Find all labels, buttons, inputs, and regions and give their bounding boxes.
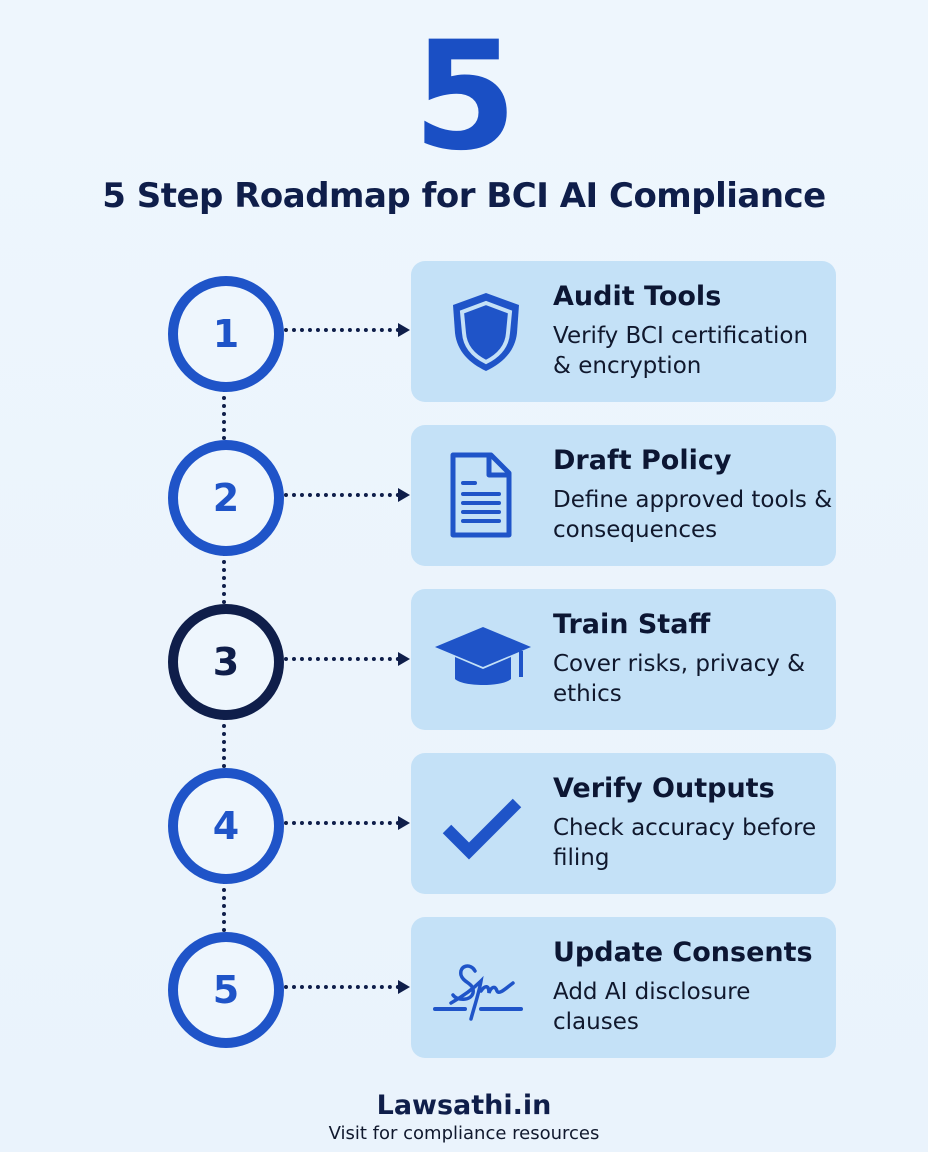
connector-1-2	[222, 388, 226, 440]
arrow-right-icon	[398, 488, 410, 502]
step-arrow-line-2	[284, 493, 400, 497]
arrow-right-icon	[398, 652, 410, 666]
hero-number: 5	[412, 10, 517, 184]
step-circle-4: 4	[168, 768, 284, 884]
step-description: Verify BCI certification & encryption	[553, 323, 809, 379]
step-card-update-consents: Update Consents Add AI disclosure clause…	[411, 917, 836, 1058]
arrow-right-icon	[398, 323, 410, 337]
connector-4-5	[222, 880, 226, 932]
step-circle-3: 3	[168, 604, 284, 720]
step-card-verify-outputs: Verify Outputs Check accuracy before fil…	[411, 753, 836, 894]
connector-3-4	[222, 716, 226, 768]
arrow-right-icon	[398, 980, 410, 994]
step-arrow-line-4	[284, 821, 400, 825]
step-title: Audit Tools	[553, 281, 722, 312]
step-circle-2: 2	[168, 440, 284, 556]
brand-link[interactable]: Lawsathi.in	[376, 1090, 552, 1121]
footer-tagline: Visit for compliance resources	[328, 1123, 600, 1144]
step-description: Cover risks, privacy & ethics	[553, 651, 806, 707]
shield-icon	[441, 287, 531, 377]
step-card-train-staff: Train Staff Cover risks, privacy & ethic…	[411, 589, 836, 730]
signature-icon	[431, 943, 531, 1033]
step-arrow-line-3	[284, 657, 400, 661]
connector-2-3	[222, 552, 226, 604]
page-title: 5 Step Roadmap for BCI AI Compliance	[102, 176, 826, 216]
step-description: Check accuracy before filing	[553, 815, 817, 871]
step-card-draft-policy: Draft Policy Define approved tools & con…	[411, 425, 836, 566]
arrow-right-icon	[398, 816, 410, 830]
step-circle-5: 5	[168, 932, 284, 1048]
step-title: Draft Policy	[553, 445, 732, 476]
step-arrow-line-1	[284, 328, 400, 332]
document-icon	[441, 451, 531, 541]
step-title: Train Staff	[553, 609, 711, 640]
step-description: Add AI disclosure clauses	[553, 979, 751, 1035]
step-circle-1: 1	[168, 276, 284, 392]
checkmark-icon	[441, 779, 531, 869]
step-description: Define approved tools & consequences	[553, 487, 833, 543]
step-title: Update Consents	[553, 937, 813, 968]
step-title: Verify Outputs	[553, 773, 775, 804]
step-card-audit-tools: Audit Tools Verify BCI certification & e…	[411, 261, 836, 402]
step-arrow-line-5	[284, 985, 400, 989]
graduation-cap-icon	[433, 615, 533, 705]
